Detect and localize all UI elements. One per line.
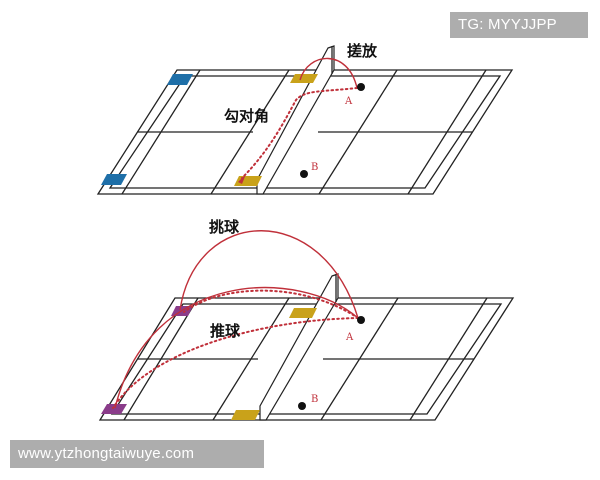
top-court-short-service-right <box>318 69 398 195</box>
bottom-point-b: B <box>311 394 318 405</box>
top-court-outer <box>96 69 514 195</box>
top-court-short-service-left <box>210 69 290 195</box>
bottom-point-a: A <box>345 332 354 343</box>
label-lift: 挑球 <box>209 218 240 236</box>
label-cross-court: 勾对角 <box>224 107 269 125</box>
top-player-b <box>300 170 308 178</box>
top-arrow-head <box>238 174 246 184</box>
bottom-court-inner <box>110 303 503 415</box>
top-zone-gold-back <box>290 74 318 83</box>
top-zone-blue-back <box>167 74 193 85</box>
label-push: 推球 <box>210 322 241 340</box>
bottom-arc-lift-high <box>179 230 359 319</box>
bottom-zone-gold-back <box>289 308 317 318</box>
top-court-inner <box>108 75 502 189</box>
bottom-zone-purple-front <box>101 404 127 414</box>
top-zone-blue-front <box>101 174 127 185</box>
label-net-shot: 搓放 <box>347 42 378 60</box>
bottom-dotted-push-b <box>112 317 359 409</box>
bottom-court-short-service-left <box>212 297 290 421</box>
bottom-player-a <box>357 316 365 324</box>
bottom-player-b <box>298 402 306 410</box>
watermark-telegram: TG: MYYJJPP <box>450 12 588 38</box>
bottom-arc-lift-low <box>114 287 359 409</box>
bottom-court <box>98 230 515 421</box>
top-player-a <box>357 83 365 91</box>
top-dotted-cross-court <box>241 87 358 179</box>
bottom-dotted-push-a <box>183 289 359 319</box>
top-point-b: B <box>311 162 318 173</box>
bottom-zone-gold-front <box>231 410 260 420</box>
top-court <box>96 45 514 195</box>
top-point-a: A <box>344 96 353 107</box>
bottom-court-short-service-right <box>320 297 399 421</box>
top-arc-net-shot <box>299 57 358 89</box>
bottom-net <box>259 273 339 421</box>
watermark-website: www.ytzhongtaiwuye.com <box>10 440 264 468</box>
